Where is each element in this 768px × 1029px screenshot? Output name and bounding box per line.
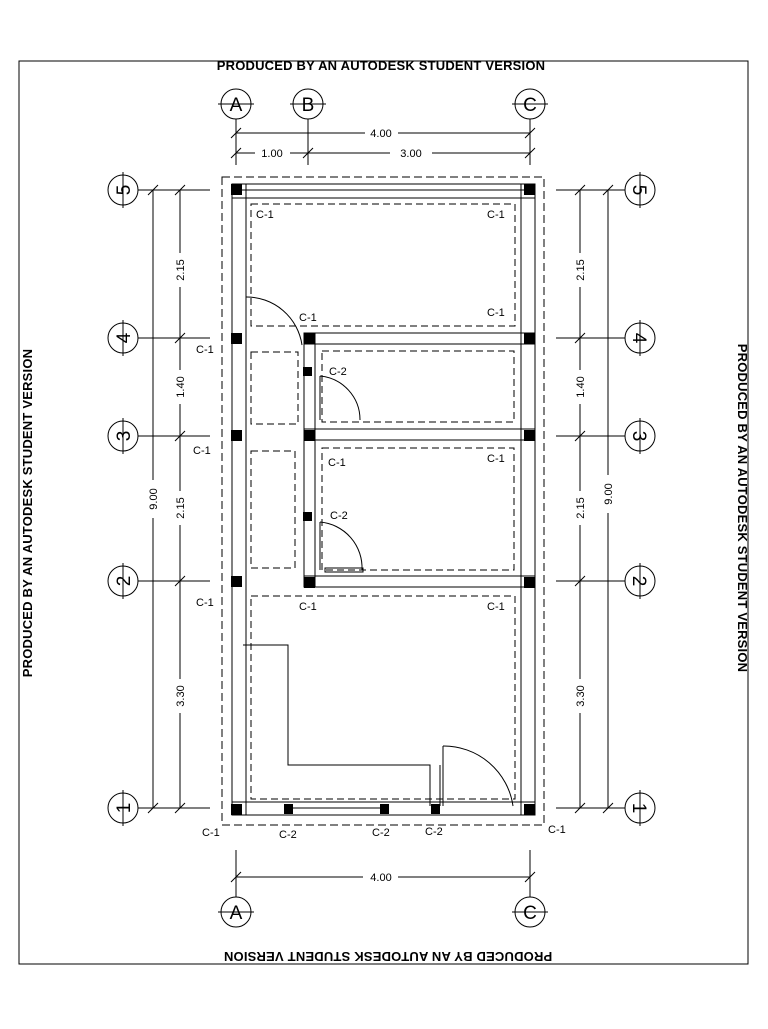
grid-label-c-top: C: [523, 95, 537, 116]
svg-text:C-1: C-1: [299, 312, 317, 324]
svg-text:3: 3: [114, 431, 135, 442]
svg-text:C-2: C-2: [279, 829, 297, 841]
svg-text:5: 5: [114, 185, 135, 196]
svg-text:1.40: 1.40: [575, 376, 587, 397]
svg-text:C-1: C-1: [487, 209, 505, 221]
footprint-outline: [221, 176, 545, 826]
svg-text:2.15: 2.15: [175, 259, 187, 280]
svg-text:2: 2: [628, 576, 649, 587]
svg-text:C-1: C-1: [487, 453, 505, 465]
grid-number-labels: 5 4 3 2 1 5 4 3 2 1: [114, 185, 649, 814]
dimension-texts: 4.00 1.00 3.00 4.00 9.00 2.15 1.40 2.15 …: [148, 128, 615, 884]
svg-text:2.15: 2.15: [575, 259, 587, 280]
grid-bubbles-bottom: [218, 896, 548, 928]
sheet-border: [18, 60, 749, 965]
svg-text:C-2: C-2: [329, 366, 347, 378]
svg-text:1.00: 1.00: [261, 148, 282, 160]
svg-text:9.00: 9.00: [148, 488, 160, 509]
columns: [231, 184, 535, 815]
svg-text:2.15: 2.15: [575, 497, 587, 518]
svg-text:C-1: C-1: [487, 601, 505, 613]
svg-text:4: 4: [114, 332, 135, 343]
svg-text:1: 1: [114, 803, 135, 814]
grid-bubbles-top: [218, 88, 548, 120]
svg-text:2.15: 2.15: [175, 497, 187, 518]
watermark-bottom: PRODUCED BY AN AUTODESK STUDENT VERSION: [224, 949, 553, 964]
dimension-lines: [147, 127, 614, 883]
svg-text:C-1: C-1: [196, 597, 214, 609]
watermark-top: PRODUCED BY AN AUTODESK STUDENT VERSION: [217, 58, 546, 73]
grid-label-c-bottom: C: [523, 903, 537, 924]
svg-text:C-2: C-2: [425, 826, 443, 838]
svg-text:C-1: C-1: [196, 344, 214, 356]
doors: [245, 296, 514, 807]
watermark-left: PRODUCED BY AN AUTODESK STUDENT VERSION: [20, 349, 35, 678]
svg-text:3.30: 3.30: [575, 685, 587, 706]
svg-text:1.40: 1.40: [175, 376, 187, 397]
svg-text:4.00: 4.00: [370, 872, 391, 884]
svg-text:3.00: 3.00: [400, 148, 421, 160]
grid-bubbles-sides: [107, 172, 656, 826]
svg-text:9.00: 9.00: [603, 483, 615, 504]
slab-panels: [250, 203, 516, 800]
svg-text:3.30: 3.30: [175, 685, 187, 706]
svg-text:C-1: C-1: [202, 827, 220, 839]
svg-text:3: 3: [628, 431, 649, 442]
column-labels: C-1 C-1 C-1 C-1 C-1 C-2 C-1 C-1 C-1 C-2 …: [193, 209, 566, 841]
svg-text:C-1: C-1: [548, 824, 566, 836]
grid-label-a-top: A: [230, 95, 243, 116]
svg-text:2: 2: [114, 576, 135, 587]
grid-extension-lines: [138, 119, 625, 897]
grid-label-b-top: B: [302, 95, 315, 116]
walls: [231, 183, 536, 816]
svg-text:C-2: C-2: [372, 827, 390, 839]
svg-text:C-1: C-1: [299, 601, 317, 613]
svg-text:C-1: C-1: [193, 445, 211, 457]
svg-text:C-2: C-2: [330, 510, 348, 522]
watermark-right: PRODUCED BY AN AUTODESK STUDENT VERSION: [735, 344, 750, 673]
svg-text:C-1: C-1: [328, 457, 346, 469]
svg-text:5: 5: [628, 185, 649, 196]
svg-text:4.00: 4.00: [370, 128, 391, 140]
svg-text:4: 4: [628, 333, 649, 344]
grid-label-a-bottom: A: [230, 903, 243, 924]
svg-text:C-1: C-1: [487, 307, 505, 319]
svg-text:C-1: C-1: [256, 209, 274, 221]
svg-text:1: 1: [628, 803, 649, 814]
